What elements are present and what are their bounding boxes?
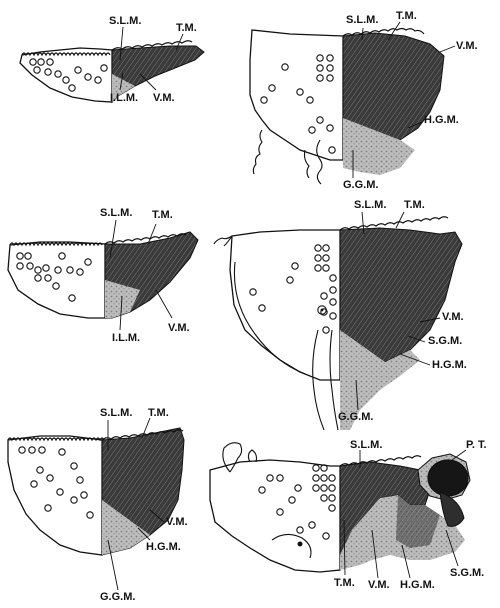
p5-label-ggm: G.G.M.	[100, 592, 135, 603]
p4-label-vm: V.M.	[442, 312, 464, 323]
p4-label-ggm: G.G.M.	[338, 412, 373, 423]
p2-label-tm: T.M.	[396, 11, 417, 22]
p3-label-ilm: I.L.M.	[112, 333, 140, 344]
p2-label-ggm: G.G.M.	[343, 180, 378, 191]
p1-label-vm: V.M.	[153, 93, 175, 104]
p5-label-hgm: H.G.M.	[146, 542, 181, 553]
panel-5-outline	[8, 436, 102, 555]
p6-label-sgm: S.G.M.	[450, 568, 484, 579]
panel-4-outline	[230, 230, 340, 380]
panel-6-section	[210, 443, 470, 578]
p3-label-slm: S.L.M.	[100, 208, 132, 219]
panel-1-section	[20, 27, 204, 102]
p3-label-vm: V.M.	[168, 323, 190, 334]
p5-label-tm: T.M.	[148, 408, 169, 419]
panel-5-section	[8, 418, 184, 590]
p6-label-slm: S.L.M.	[350, 440, 382, 451]
p6-label-vm: V.M.	[368, 580, 390, 591]
panel-2-outline	[250, 30, 343, 160]
p4-label-sgm: S.G.M.	[428, 336, 462, 347]
p5-label-slm: S.L.M.	[100, 408, 132, 419]
p4-label-slm: S.L.M.	[354, 200, 386, 211]
p6-label-tm: T.M.	[334, 578, 355, 589]
panel-2-section	[250, 22, 455, 184]
p6-label-hgm: H.G.M.	[400, 580, 435, 591]
p2-label-vm: V.M.	[456, 41, 478, 52]
p2-label-hgm: H.G.M.	[424, 115, 459, 126]
panel-3-section	[8, 220, 198, 330]
p2-label-slm: S.L.M.	[346, 15, 378, 26]
p5-label-vm: V.M.	[166, 517, 188, 528]
panel-6-pt-body	[428, 460, 468, 496]
p6-label-pt: P. T.	[466, 440, 487, 451]
p1-label-ilm: I.L.M.	[110, 93, 138, 104]
p3-label-tm: T.M.	[152, 210, 173, 221]
panel-4-section	[214, 212, 462, 430]
p1-label-tm: T.M.	[176, 23, 197, 34]
p4-label-tm: T.M.	[404, 200, 425, 211]
p4-label-hgm: H.G.M.	[432, 360, 467, 371]
p1-label-slm: S.L.M.	[109, 16, 141, 27]
